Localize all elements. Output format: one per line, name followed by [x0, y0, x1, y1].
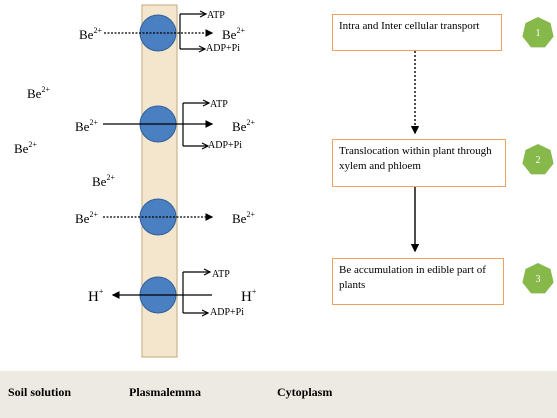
be-ion-entry-1: Be2+: [79, 26, 102, 42]
adp-label-1: ADP+Pi: [206, 43, 240, 54]
step-2-text: Translocation within plant through xylem…: [339, 145, 492, 172]
atp-bracket-2: [182, 102, 209, 147]
footer-soil-solution: Soil solution: [8, 385, 72, 399]
step-1-number: 1: [535, 27, 541, 39]
h-ion-cytoplasm: H+: [241, 287, 257, 305]
adp-label-2: ADP+Pi: [208, 140, 242, 151]
be-ion-cytoplasm-3: Be2+: [232, 210, 255, 226]
atp-label-2: ATP: [210, 99, 228, 110]
step-1-badge: 1: [521, 16, 555, 50]
step-3-number: 3: [535, 273, 541, 285]
step-1-text: Intra and Inter cellular transport: [339, 20, 480, 32]
be-ion-entry-3b: Be2+: [75, 210, 98, 226]
be-ion-cytoplasm-1: Be2+: [222, 26, 245, 42]
atp-bracket-1: [179, 13, 206, 50]
be-ion-cytoplasm-2: Be2+: [232, 118, 255, 134]
be-ion-soil-1: Be2+: [27, 85, 50, 101]
be-ion-entry-2: Be2+: [75, 118, 98, 134]
atp-bracket-4: [182, 271, 210, 314]
atp-label-1: ATP: [207, 10, 225, 21]
be-ion-entry-3a: Be2+: [92, 173, 115, 189]
step-2-badge: 2: [521, 143, 555, 177]
h-ion-soil: H+: [88, 287, 104, 305]
step-2-box: Translocation within plant through xylem…: [332, 139, 506, 187]
be-ion-soil-2: Be2+: [14, 140, 37, 156]
step-3-box: Be accumulation in edible part of plants: [332, 258, 504, 305]
step-1-box: Intra and Inter cellular transport: [332, 14, 502, 51]
footer-cytoplasm: Cytoplasm: [277, 385, 333, 399]
step-3-text: Be accumulation in edible part of plants: [339, 264, 486, 291]
footer-plasmalemma: Plasmalemma: [129, 385, 201, 399]
step-3-badge: 3: [521, 262, 555, 296]
transport-diagram: ATP ADP+Pi ATP ADP+Pi ATP ADP+Pi Be2+ Be…: [14, 4, 420, 358]
atp-label-4: ATP: [212, 269, 230, 280]
footer-bar: Soil solution Plasmalemma Cytoplasm: [0, 371, 557, 418]
adp-label-4: ADP+Pi: [210, 307, 244, 318]
step-2-number: 2: [535, 154, 541, 166]
